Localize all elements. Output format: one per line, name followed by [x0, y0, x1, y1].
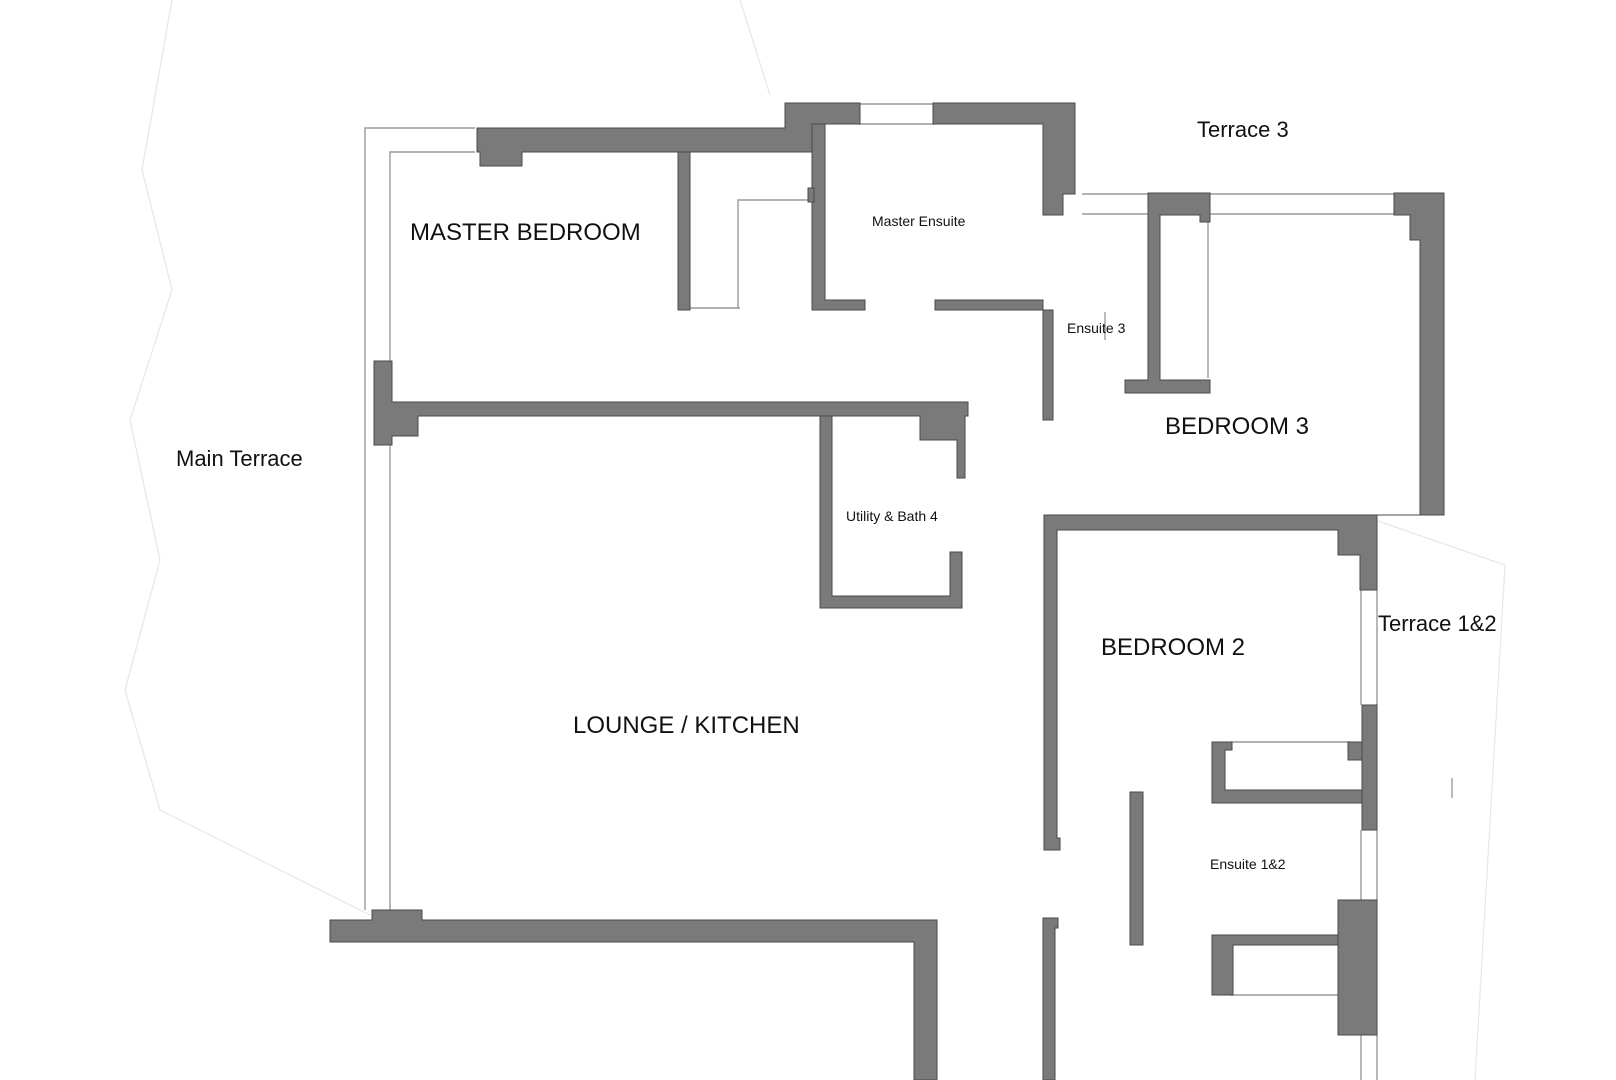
site-boundary	[124, 0, 1506, 1080]
walls	[329, 102, 1445, 1080]
label-utility-bath-4: Utility & Bath 4	[846, 508, 938, 524]
label-ensuite-3: Ensuite 3	[1067, 320, 1126, 336]
label-bedroom-2: BEDROOM 2	[1101, 634, 1246, 661]
label-master-bedroom: MASTER BEDROOM	[410, 219, 641, 246]
glazing-lines	[364, 103, 1395, 1080]
label-terrace-1-2: Terrace 1&2	[1378, 611, 1497, 636]
label-master-ensuite: Master Ensuite	[872, 213, 966, 229]
label-lounge-kitchen: LOUNGE / KITCHEN	[573, 712, 800, 739]
label-bedroom-3: BEDROOM 3	[1165, 413, 1310, 440]
label-main-terrace: Main Terrace	[176, 446, 303, 471]
tick-marks	[1104, 312, 1453, 798]
label-ensuite-1-2: Ensuite 1&2	[1210, 856, 1286, 872]
label-terrace-3: Terrace 3	[1197, 117, 1289, 142]
